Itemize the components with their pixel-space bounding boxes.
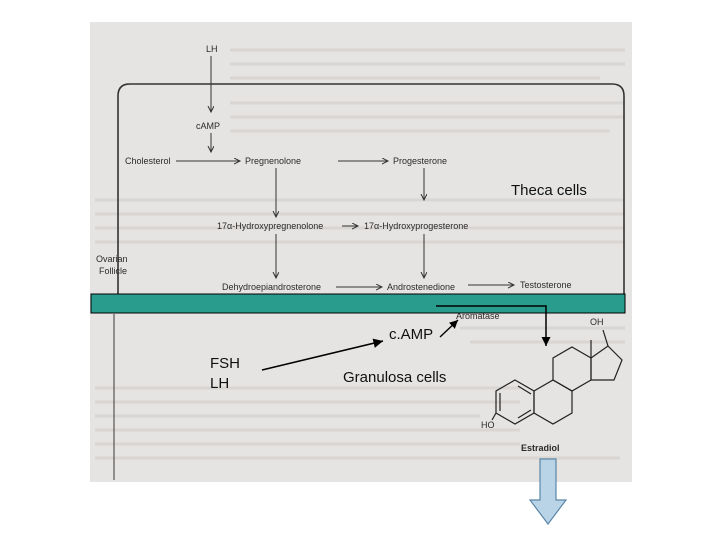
fsh-lh-to-camp-arrow (261, 338, 384, 371)
camp-bottom-label: c.AMP (389, 326, 434, 343)
ovarian-follicle-line2: Follicle (99, 266, 127, 276)
oh-label: OH (590, 317, 604, 327)
fsh-lh-label: FSH LH (210, 355, 240, 392)
ovarian-follicle-line1: Ovarian (96, 254, 128, 264)
ho-label: HO (481, 420, 495, 430)
lh-top-label: LH (206, 44, 218, 54)
estradiol-label: Estradiol (521, 443, 560, 453)
androstenedione-label: Androstenedione (387, 282, 455, 292)
membrane-band (90, 293, 626, 314)
textbook-scan (90, 22, 632, 482)
pathway-arrows (176, 56, 514, 287)
background-book-text (95, 48, 625, 460)
pregnenolone-label: Pregnenolone (245, 156, 301, 166)
hydroxyprogesterone-label: 17α-Hydroxyprogesterone (364, 221, 468, 231)
camp-top-label: cAMP (196, 121, 220, 131)
progesterone-label: Progesterone (393, 156, 447, 166)
testosterone-label: Testosterone (520, 280, 572, 290)
estradiol-structure (491, 329, 623, 425)
hydroxypregnenolone-label: 17α-Hydroxypregnenolone (217, 221, 323, 231)
camp-to-aromatase-arrow (439, 319, 459, 338)
downward-output-arrow (528, 458, 568, 525)
dhea-label: Dehydroepiandrosterone (222, 282, 321, 292)
theca-cells-label: Theca cells (511, 182, 587, 199)
granulosa-cells-label: Granulosa cells (343, 369, 447, 386)
cholesterol-label: Cholesterol (125, 156, 171, 166)
testosterone-to-estradiol-arrow (436, 305, 551, 346)
follicle-outline (117, 83, 625, 295)
aromatase-label: Aromatase (456, 311, 500, 321)
